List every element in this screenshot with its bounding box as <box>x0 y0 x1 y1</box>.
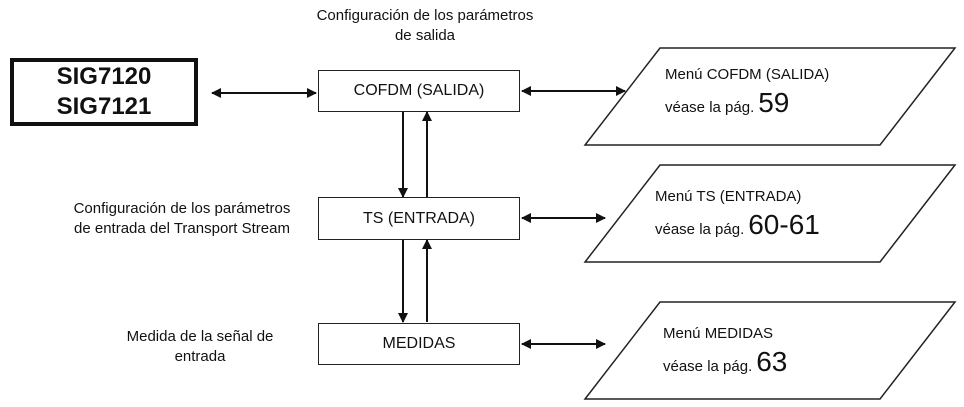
caption-ts-line1: Configuración de los parámetros <box>73 200 291 217</box>
menu-medidas-title: Menú MEDIDAS <box>663 325 774 342</box>
caption-ts: Configuración de los parámetros de entra… <box>52 199 312 239</box>
menu-cofdm-page: 59 <box>758 87 790 118</box>
caption-cofdm: Configuración de los parámetros de salid… <box>285 6 565 46</box>
node-cofdm: COFDM (SALIDA) <box>318 70 520 112</box>
menu-medidas-page: 63 <box>756 346 788 377</box>
node-ts-label: TS (ENTRADA) <box>363 209 475 227</box>
menu-medidas-see: véase la pág. <box>663 358 753 375</box>
menu-cofdm-title: Menú COFDM (SALIDA) <box>665 66 830 83</box>
node-ts: TS (ENTRADA) <box>318 197 520 240</box>
node-medidas-label: MEDIDAS <box>382 335 456 352</box>
device-box: SIG7120 SIG7121 <box>10 58 198 126</box>
menu-medidas-shape <box>583 301 957 400</box>
menu-cofdm-shape <box>583 47 957 146</box>
menu-ts-title: Menú TS (ENTRADA) <box>655 188 802 205</box>
menu-ts-shape <box>583 164 957 263</box>
device-model-2: SIG7121 <box>56 93 152 120</box>
menu-cofdm-see: véase la pág. <box>665 99 755 116</box>
menu-cofdm-text: Menú COFDM (SALIDA) véase la pág. 59 <box>665 66 829 119</box>
device-model-1: SIG7120 <box>56 63 152 90</box>
menu-ts-page: 60-61 <box>748 209 820 240</box>
caption-ts-line2: de entrada del Transport Stream <box>74 220 290 237</box>
caption-medidas: Medida de la señal de entrada <box>100 327 300 367</box>
caption-cofdm-line1: Configuración de los parámetros <box>316 7 534 24</box>
menu-ts-see: véase la pág. <box>655 221 745 238</box>
caption-medidas-line2: entrada <box>174 348 226 365</box>
node-cofdm-label: COFDM (SALIDA) <box>353 82 485 99</box>
menu-ts-text: Menú TS (ENTRADA) véase la pág. 60-61 <box>655 188 820 241</box>
node-medidas: MEDIDAS <box>318 323 520 365</box>
caption-medidas-line1: Medida de la señal de <box>126 328 274 345</box>
menu-medidas-text: Menú MEDIDAS véase la pág. 63 <box>663 325 787 378</box>
caption-cofdm-line2: de salida <box>394 27 456 44</box>
